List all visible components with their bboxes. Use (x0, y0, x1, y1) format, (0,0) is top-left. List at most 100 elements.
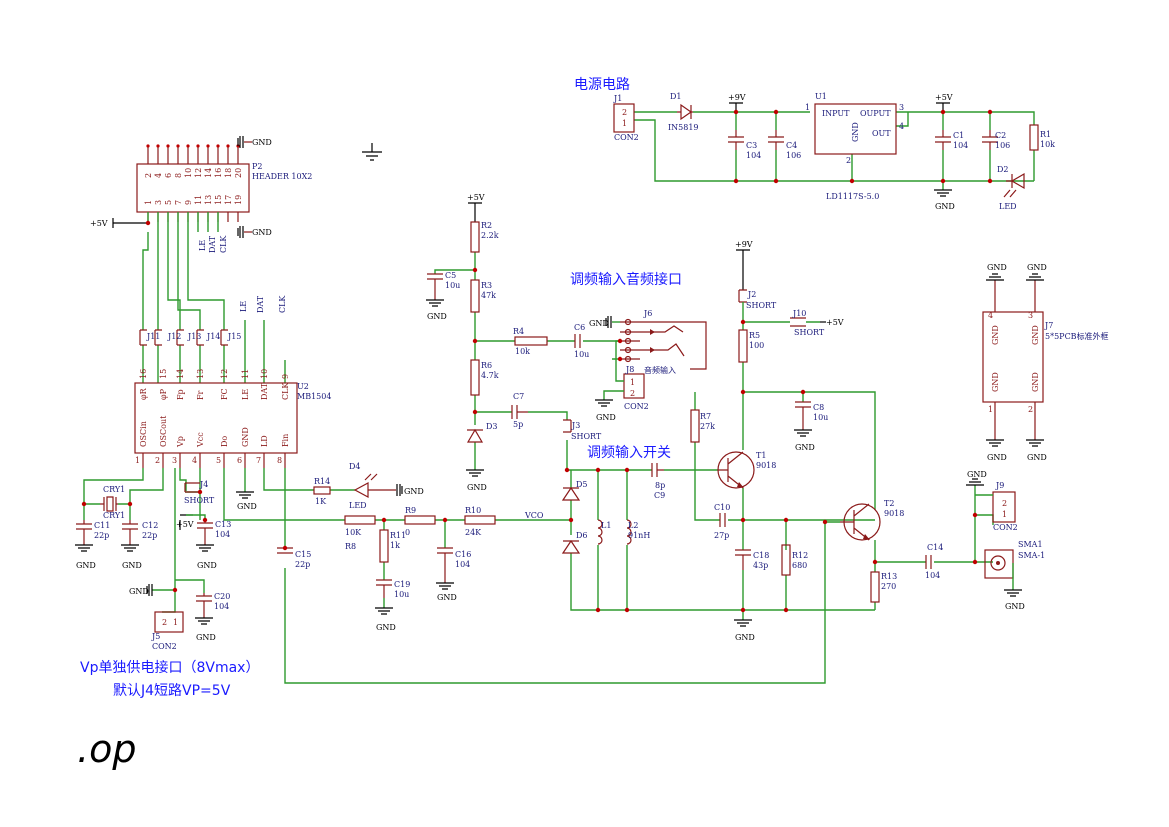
u2-bottom-pin-name: GND (241, 427, 250, 447)
p2-top-pin-number: 14 (204, 168, 213, 178)
u2-bottom-pin-number: 8 (277, 456, 282, 465)
svg-text:GND: GND (967, 470, 987, 479)
svg-text:CON2: CON2 (624, 402, 649, 411)
u2-top-pin-number: 14 (176, 369, 185, 379)
svg-text:SHORT: SHORT (571, 432, 602, 441)
p2-bottom-pin-number: 5 (164, 200, 173, 205)
svg-text:J15: J15 (227, 332, 241, 341)
u2-top-pin-number: 10 (260, 369, 269, 379)
svg-text:1: 1 (805, 103, 810, 112)
svg-text:GND: GND (129, 587, 149, 596)
svg-text:+5V: +5V (90, 219, 108, 228)
svg-text:C16: C16 (455, 550, 471, 559)
svg-text:27k: 27k (700, 422, 715, 431)
u2-top-pin-number: 9 (281, 374, 290, 379)
title-vp-note2: 默认J4短路VP=5V (113, 683, 231, 699)
svg-text:T2: T2 (884, 499, 894, 508)
diode-d3: D3 (466, 422, 498, 443)
svg-text:GND: GND (76, 561, 96, 570)
svg-text:LED: LED (349, 501, 367, 510)
svg-text:5*5PCB标准外框: 5*5PCB标准外框 (1045, 331, 1109, 341)
svg-text:GND: GND (252, 228, 272, 237)
svg-text:10u: 10u (394, 590, 409, 599)
svg-text:2: 2 (1002, 499, 1007, 508)
svg-text:C14: C14 (927, 543, 943, 552)
title-power: 电源电路 (574, 77, 630, 93)
svg-text:D1: D1 (670, 92, 682, 101)
svg-text:D3: D3 (486, 422, 498, 431)
svg-text:R1: R1 (1040, 130, 1051, 139)
u2-bottom-pin-number: 5 (216, 456, 221, 465)
varactor-d5: D5 (561, 480, 588, 501)
u2-bottom-pin-number: 6 (237, 456, 242, 465)
svg-text:680: 680 (792, 561, 807, 570)
inductor-l1: L1 (597, 519, 611, 545)
svg-text:10u: 10u (574, 350, 589, 359)
resistor-r2: R22.2k (470, 221, 499, 253)
svg-text:R11: R11 (390, 531, 406, 540)
svg-text:10K: 10K (345, 528, 362, 537)
p2-top-pin-number: 2 (144, 173, 153, 178)
svg-text:OUT: OUT (872, 129, 891, 138)
j1-connector (613, 103, 635, 133)
transistor-t1: T1 9018 (717, 451, 776, 489)
svg-text:2.2k: 2.2k (481, 231, 499, 240)
p2-top-pin-number: 20 (234, 168, 243, 178)
svg-text:10u: 10u (813, 413, 828, 422)
svg-text:3: 3 (899, 103, 904, 112)
svg-text:R9: R9 (405, 506, 416, 515)
svg-text:P2: P2 (252, 162, 262, 171)
svg-text:R14: R14 (314, 477, 330, 486)
p2-bottom-pin-number: 7 (174, 200, 183, 205)
p2-top-pin-number: 12 (194, 168, 203, 178)
svg-text:C5: C5 (445, 271, 456, 280)
svg-text:SHORT: SHORT (184, 496, 215, 505)
svg-text:104: 104 (925, 571, 940, 580)
cap-c14: C14 104 (925, 543, 943, 580)
p2-top-pin-number: 4 (154, 173, 163, 178)
svg-text:OUPUT: OUPUT (860, 109, 891, 118)
svg-text:4: 4 (988, 311, 993, 320)
u2-bottom-pin-name: Vcc (196, 432, 205, 448)
svg-text:1: 1 (630, 378, 635, 387)
svg-text:R6: R6 (481, 361, 492, 370)
u2-bottom-pin-name: Fin (281, 434, 290, 447)
svg-text:CON2: CON2 (614, 133, 639, 142)
svg-text:2: 2 (846, 156, 851, 165)
svg-text:GND: GND (437, 593, 457, 602)
u2-bottom-pin-name: OSCout (159, 415, 168, 447)
u2-top-pin-name: Fr (196, 390, 205, 400)
svg-text:DAT: DAT (256, 295, 265, 313)
svg-text:LE: LE (239, 301, 248, 312)
svg-text:U1: U1 (815, 92, 827, 101)
svg-text:C12: C12 (142, 521, 158, 530)
resistor-r6: R64.7k (470, 359, 499, 396)
svg-text:+5V: +5V (935, 93, 953, 102)
svg-text:CON2: CON2 (152, 642, 177, 651)
title-fm-switch: 调频输入开关 (587, 445, 671, 461)
svg-text:+5V: +5V (826, 318, 844, 327)
svg-text:D5: D5 (576, 480, 588, 489)
svg-text:MB1504: MB1504 (297, 392, 331, 401)
svg-text:C9: C9 (654, 491, 665, 500)
svg-text:4.7k: 4.7k (481, 371, 499, 380)
u2-bottom-pin-name: Vp (176, 436, 185, 448)
svg-text:J8: J8 (625, 365, 634, 374)
svg-text:GND: GND (596, 413, 616, 422)
p2-top-pin-number: 8 (174, 173, 183, 178)
svg-text:2: 2 (622, 108, 627, 117)
svg-text:J6: J6 (643, 309, 652, 318)
svg-text:VCO: VCO (524, 511, 544, 520)
